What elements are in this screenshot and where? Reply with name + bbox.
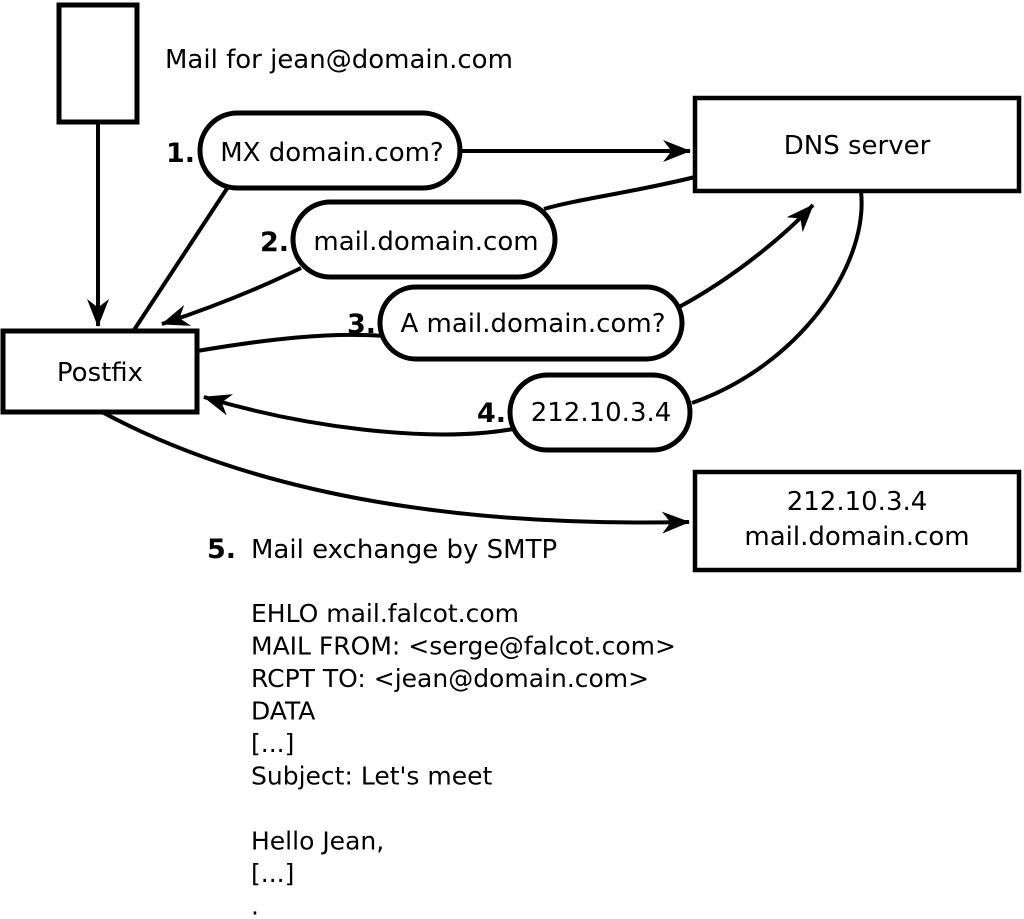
- smtp-line: EHLO mail.falcot.com: [251, 599, 519, 628]
- postfix-box: [0, 328, 200, 415]
- smtp-line: .: [251, 892, 259, 919]
- postfix-label: Postfix: [57, 358, 143, 388]
- step5-label: Mail exchange by SMTP: [251, 535, 557, 565]
- mail-server-hostname: mail.domain.com: [744, 522, 969, 552]
- line-dns-to-step4: [691, 190, 864, 405]
- smtp-line: Subject: Let's meet: [251, 762, 492, 791]
- step3-pill: [377, 284, 685, 362]
- step1-label: MX domain.com?: [220, 138, 443, 168]
- line-postfix-to-step1: [132, 185, 230, 332]
- step4-pill: [507, 372, 693, 453]
- step3-label: A mail.domain.com?: [401, 309, 666, 339]
- smtp-line: DATA: [251, 697, 315, 726]
- smtp-line: [...]: [251, 729, 294, 758]
- mail-server-box: [692, 469, 1022, 573]
- smtp-line: [...]: [251, 859, 294, 888]
- dns-server-box: [692, 95, 1022, 194]
- mail-message-icon: [56, 2, 140, 125]
- step5-number: 5.: [207, 534, 236, 565]
- arrow-postfix-to-mailserver: [101, 410, 690, 534]
- smtp-line: Hello Jean,: [251, 827, 384, 856]
- step3-number: 3.: [347, 309, 376, 340]
- line-dns-to-step2: [543, 175, 696, 211]
- step2-number: 2.: [260, 227, 289, 258]
- step2-pill: [290, 199, 558, 280]
- step4-number: 4.: [477, 398, 506, 429]
- smtp-line: MAIL FROM: <serge@falcot.com>: [251, 632, 676, 661]
- line-postfix-to-step3: [196, 332, 385, 353]
- step2-label: mail.domain.com: [313, 227, 538, 257]
- mail-server-ip: 212.10.3.4: [787, 487, 928, 517]
- diagram-title: Mail for jean@domain.com: [165, 45, 513, 75]
- arrow-step3-to-dns: [678, 203, 815, 309]
- smtp-line: RCPT TO: <jean@domain.com>: [251, 664, 649, 693]
- arrow-step4-to-postfix: [203, 394, 514, 437]
- arrow-step2-to-postfix: [161, 266, 302, 326]
- step4-label: 212.10.3.4: [531, 398, 672, 428]
- dns-server-label: DNS server: [784, 131, 931, 161]
- step1-pill: [197, 110, 463, 191]
- step1-number: 1.: [166, 138, 195, 169]
